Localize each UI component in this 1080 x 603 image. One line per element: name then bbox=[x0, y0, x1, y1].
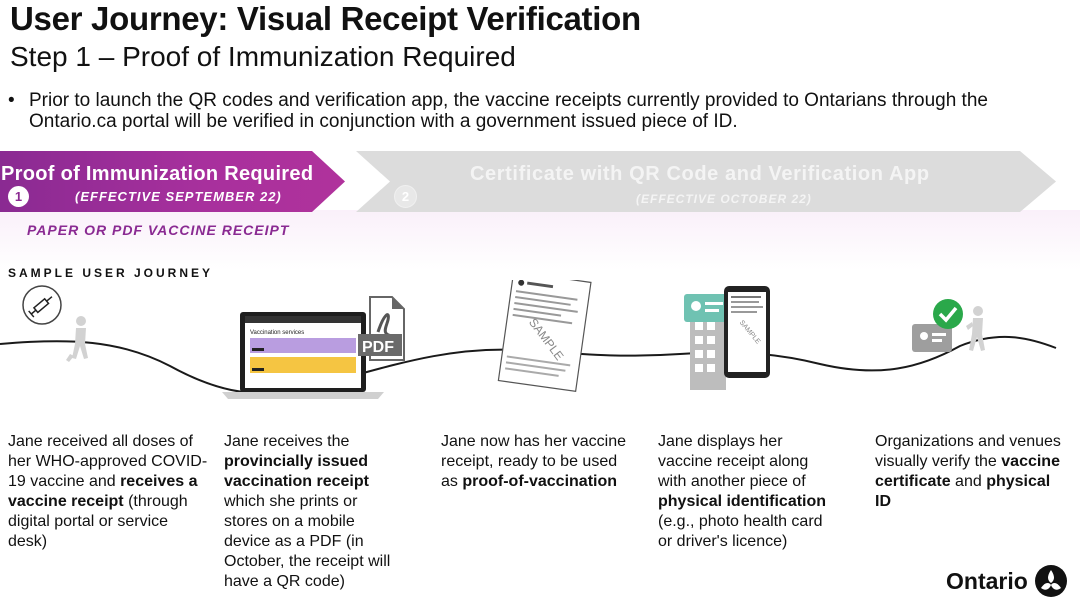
ontario-wordmark: Ontario bbox=[946, 567, 1028, 594]
phase-2-effective: (EFFECTIVE OCTOBER 22) bbox=[636, 192, 812, 206]
building-icon bbox=[690, 316, 726, 390]
phase-2-title: Certificate with QR Code and Verificatio… bbox=[470, 163, 930, 185]
step-text: (e.g., photo health card or driver's lic… bbox=[658, 513, 823, 550]
step-3-description: Jane now has her vaccine receipt, ready … bbox=[441, 432, 626, 492]
step-text: which she prints or stores on a mobile d… bbox=[224, 493, 391, 590]
intro-bullet: • Prior to launch the QR codes and verif… bbox=[8, 90, 1058, 132]
step-emphasis-text: physical identification bbox=[658, 493, 827, 510]
step-text: and bbox=[950, 473, 987, 490]
step-4-description: Jane displays her vaccine receipt along … bbox=[658, 432, 838, 552]
sample-journey-label: SAMPLE USER JOURNEY bbox=[8, 266, 214, 280]
phase-1-chevron bbox=[0, 151, 345, 212]
id-card-icon bbox=[684, 294, 728, 322]
step-5-description: Organizations and venues visually verify… bbox=[875, 432, 1065, 512]
step-emphasis-text: vaccine certificate bbox=[875, 453, 1060, 490]
phase-1-number: 1 bbox=[8, 186, 29, 207]
highlight-glow bbox=[0, 210, 1080, 270]
step-text: Jane now has her vaccine receipt, ready … bbox=[441, 433, 626, 490]
phase-1-effective: (EFFECTIVE SEPTEMBER 22) bbox=[75, 189, 282, 204]
step-text: (through digital portal or service desk) bbox=[8, 493, 188, 550]
person-1-icon bbox=[66, 316, 88, 362]
step-emphasis-text: physical ID bbox=[875, 473, 1051, 510]
page-title: User Journey: Visual Receipt Verificatio… bbox=[10, 0, 641, 37]
phase-2-number: 2 bbox=[394, 185, 417, 208]
step-1-description: Jane received all doses of her WHO-appro… bbox=[8, 432, 208, 552]
bullet-text: Prior to launch the QR codes and verific… bbox=[29, 90, 988, 132]
pdf-icon: PDF bbox=[358, 296, 405, 361]
person-2-icon bbox=[966, 306, 985, 351]
step-2-description: Jane receives the provincially issued va… bbox=[224, 432, 399, 592]
step-text: Jane receives the bbox=[224, 433, 350, 450]
page-subtitle: Step 1 – Proof of Immunization Required bbox=[10, 41, 516, 72]
receipt-document-icon: SAMPLE bbox=[497, 280, 592, 393]
phone-icon: SAMPLE bbox=[724, 286, 770, 378]
paper-receipt-label: PAPER OR PDF VACCINE RECEIPT bbox=[27, 222, 290, 238]
bullet-dot: • bbox=[8, 90, 15, 111]
step-emphasis-text: proof-of-vaccination bbox=[462, 473, 618, 490]
step-emphasis-text: provincially issued vaccination receipt bbox=[224, 453, 369, 490]
verified-cards-icon bbox=[912, 324, 952, 352]
step-text: Jane displays her vaccine receipt along … bbox=[658, 433, 809, 490]
step-text: Jane received all doses of her WHO-appro… bbox=[8, 433, 208, 490]
trillium-icon bbox=[1034, 565, 1067, 597]
phase-2-chevron bbox=[356, 151, 1056, 212]
laptop-icon: Vaccination services bbox=[222, 312, 384, 399]
ontario-logo: Ontario bbox=[946, 564, 1068, 598]
step-emphasis-text: receives a vaccine receipt bbox=[8, 473, 198, 510]
phase-1-title: Proof of Immunization Required bbox=[1, 163, 314, 185]
svg-text:Vaccination services: Vaccination services bbox=[250, 330, 304, 336]
svg-text:PDF: PDF bbox=[362, 339, 394, 356]
checkmark-icon bbox=[933, 299, 963, 329]
journey-illustration: Vaccination services PDF SAMPLE bbox=[0, 280, 1057, 399]
step-text: Organizations and venues visually verify… bbox=[875, 433, 1061, 470]
syringe-icon bbox=[22, 285, 62, 325]
